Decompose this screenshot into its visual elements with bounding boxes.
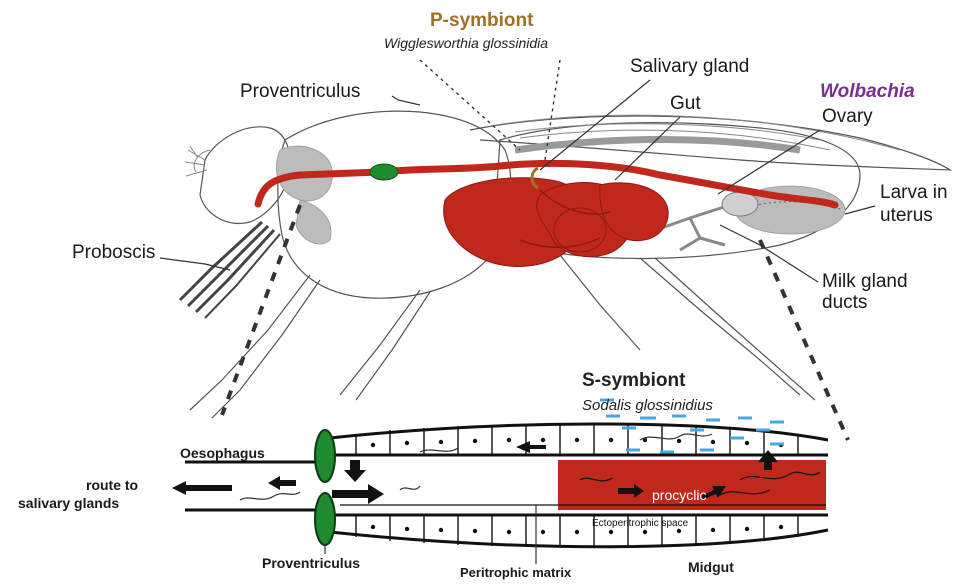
peritrophic-matrix-label: Peritrophic matrix [460,565,572,580]
midgut-label: Midgut [688,559,734,575]
procyclic-label: procyclic [652,487,706,503]
gut-cross-section [172,400,828,547]
proventriculus-bottom-label: Proventriculus [262,555,360,571]
zoom-line-left [222,205,300,415]
salivary-gland-label: Salivary gland [630,56,749,77]
milk-gland-label-line1: Milk gland [822,271,908,292]
route-label-line2: salivary glands [18,495,119,511]
proventriculus-top-label: Proventriculus [240,81,360,102]
larva-label-line2: uterus [880,205,933,226]
oesophagus-label: Oesophagus [180,445,265,461]
proventriculus-valve-bottom [315,493,335,545]
milk-gland-label-line2: ducts [822,292,867,313]
gut-label: Gut [670,93,701,114]
proboscis-label: Proboscis [72,242,155,263]
larva-label-line1: Larva in [880,182,948,203]
s-symbiont-species: Sodalis glossinidius [582,397,713,414]
proventriculus-valve-top [315,430,335,482]
ectoperitrophic-label: Ectoperitrophic space [592,518,689,529]
p-symbiont-species: Wigglesworthia glossinidia [384,35,548,51]
proventriculus-blob [370,164,398,180]
p-symbiont-title: P-symbiont [430,10,534,31]
wolbachia-label: Wolbachia [820,81,915,102]
ovary-label: Ovary [822,106,873,127]
s-symbiont-title: S-symbiont [582,370,686,391]
zoom-line-right [760,240,848,440]
route-label-line1: route to [86,477,138,493]
